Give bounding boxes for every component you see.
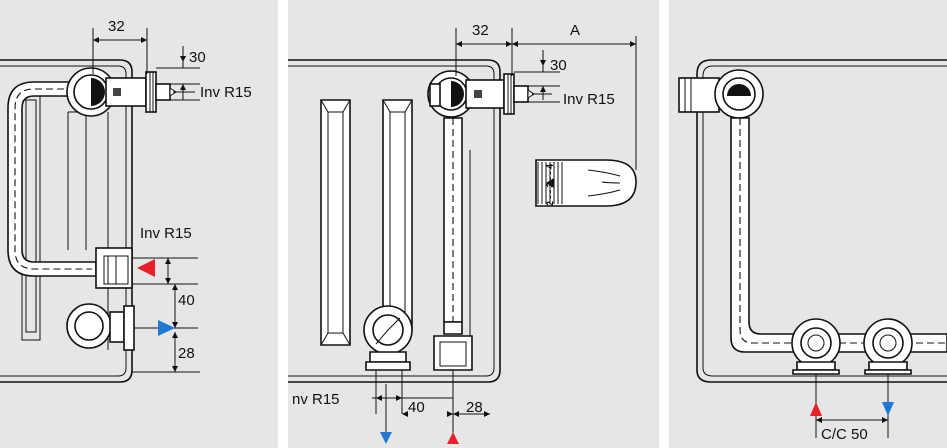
return-label: Inv R15 [140, 225, 192, 242]
return-arrow-blue [158, 320, 175, 336]
middle-diagram: 32 A 30 Inv R15 2 - - 3 - - 4 nv R15 40 … [288, 22, 637, 444]
valve-nut [145, 71, 157, 113]
return-arrow-blue [882, 402, 894, 416]
valve-body [465, 79, 505, 109]
twin-valve-2 [863, 318, 913, 375]
radiator-fin [382, 99, 413, 331]
dim-a-line [512, 36, 637, 170]
radiator-inner-edge [0, 65, 127, 377]
dim-cc-text: C/C 50 [821, 426, 868, 443]
dim-40-text: 40 [408, 399, 425, 416]
panel-left-side-connection: 32 30 Inv R15 Inv R15 40 28 [0, 0, 278, 448]
valve-elbow-core [91, 78, 105, 106]
valve-label: Inv R15 [563, 91, 615, 108]
radiator-body [696, 59, 947, 383]
valve-spindle [155, 83, 171, 101]
panel-right-twin-connection: C/C 50 [669, 0, 947, 448]
right-diagram: C/C 50 [678, 59, 947, 443]
dim-40-28-lines [132, 284, 200, 373]
panel-middle-bottom-connection: 32 A 30 Inv R15 2 - - 3 - - 4 nv R15 40 … [288, 0, 659, 448]
left-diagram: 32 30 Inv R15 Inv R15 40 28 [0, 18, 252, 383]
bottom-valve-label: nv R15 [292, 391, 340, 408]
supply-arrow-red [447, 432, 459, 444]
dim-28-text: 28 [178, 345, 195, 362]
twin-valve-1 [791, 318, 841, 375]
dim-40-text: 40 [178, 292, 195, 309]
return-arrow-blue [380, 432, 392, 444]
l-pipe [730, 117, 947, 353]
thermostat-scale: 2 - - 3 - - 4 [545, 164, 555, 206]
valve-nut [503, 73, 515, 115]
dim-32-text: 32 [472, 22, 489, 39]
dim-a-text: A [570, 22, 580, 39]
radiator-fin [21, 91, 41, 341]
radiator-fin [67, 111, 87, 250]
pipe-centerline [14, 88, 92, 270]
dim-32-text: 32 [108, 18, 125, 35]
dim-28-text: 28 [466, 399, 483, 416]
valve-body [105, 77, 147, 107]
bottom-fitting [433, 335, 473, 371]
dim-30-text: 30 [189, 49, 206, 66]
radiator-fin [320, 99, 351, 346]
radiator-body [288, 59, 501, 383]
supply-arrow-red [137, 259, 155, 277]
radiator-body [0, 59, 133, 383]
bottom-dim-lines [375, 370, 490, 436]
valve-label: Inv R15 [200, 84, 252, 101]
dim-32-line [92, 28, 148, 74]
dim-32-line [455, 28, 513, 76]
dim-30-text: 30 [550, 57, 567, 74]
side-connector [678, 77, 720, 113]
supply-arrow-red [810, 402, 822, 416]
thermostat-head-icon: 2 - - 3 - - 4 [535, 159, 637, 207]
